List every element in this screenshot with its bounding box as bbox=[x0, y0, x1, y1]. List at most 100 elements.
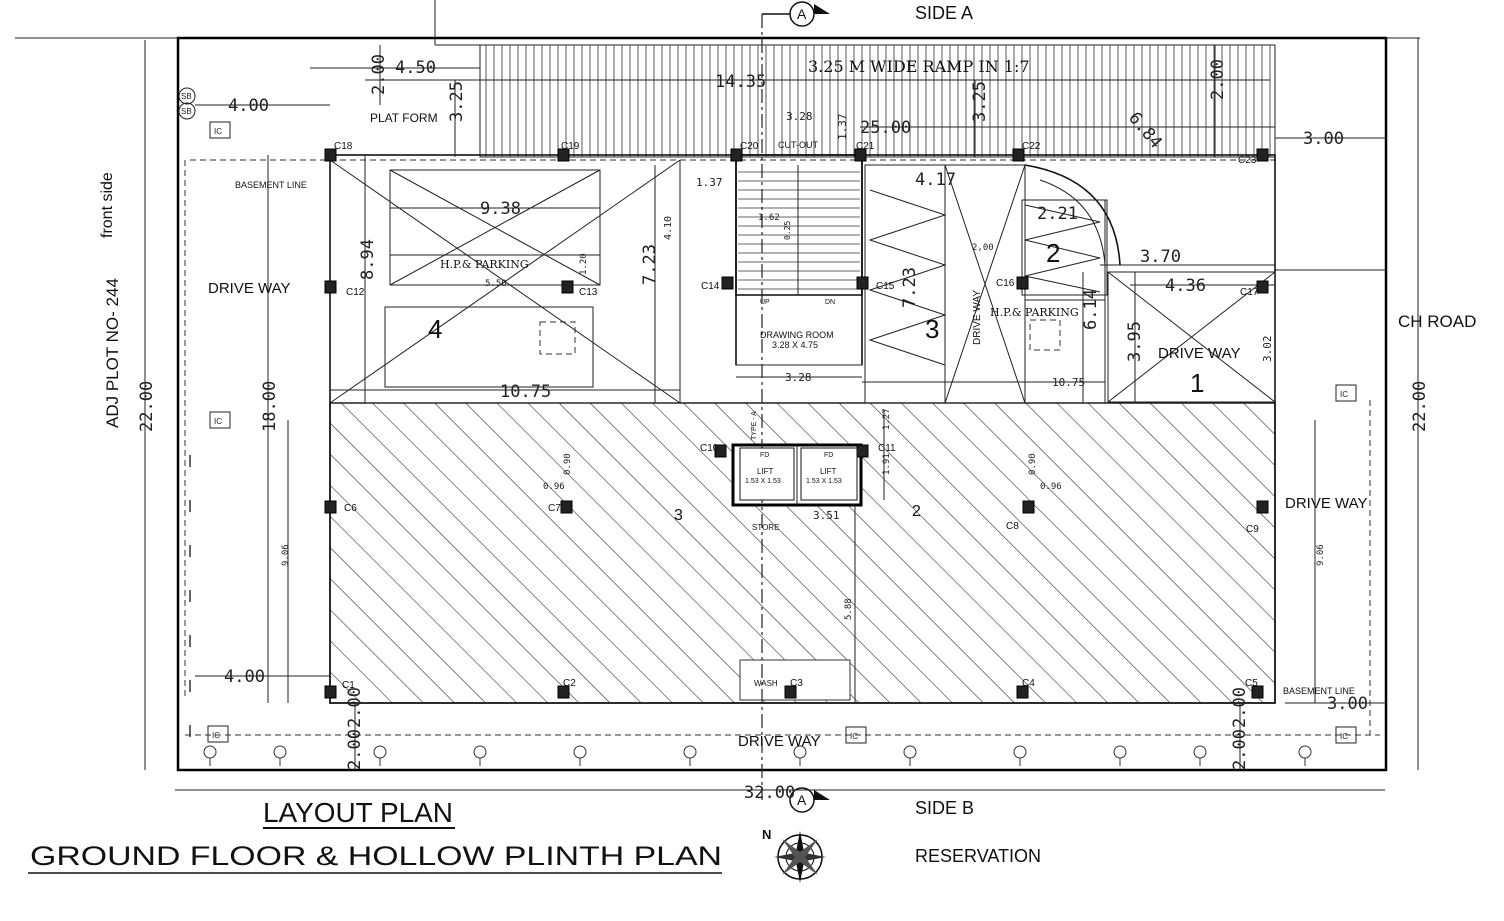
ramp-label: 3.25 M WIDE RAMP IN 1:7 bbox=[808, 57, 1030, 76]
column-c13 bbox=[561, 280, 574, 294]
column-c14 bbox=[721, 276, 734, 290]
ch-road-label: CH ROAD bbox=[1398, 312, 1476, 331]
column-label-c23: C23 bbox=[1238, 155, 1257, 166]
dim-32-00: 32.00 bbox=[744, 783, 795, 803]
column-c20 bbox=[730, 148, 743, 162]
flat-number-2: 2 bbox=[912, 503, 921, 520]
column-label-c4: C4 bbox=[1022, 678, 1035, 689]
dimension-texts: 4.50 2.00 3.25 14.35 3.25 2.00 4.00 3.28… bbox=[137, 54, 1430, 803]
platform-label: PLAT FORM bbox=[370, 111, 438, 125]
dim-4-17: 4.17 bbox=[915, 170, 956, 190]
basement-line-label-2: BASEMENT LINE bbox=[1283, 686, 1355, 696]
dim-1-37-top: 1.37 bbox=[836, 114, 849, 141]
section-marker-bottom-label: A bbox=[797, 792, 807, 808]
tree-icon bbox=[573, 745, 587, 766]
tree-icon bbox=[1013, 745, 1027, 766]
column-c9 bbox=[1256, 500, 1269, 514]
column-c5 bbox=[1251, 685, 1264, 699]
column-c11 bbox=[856, 444, 869, 458]
dim-3-00-top: 3.00 bbox=[1303, 129, 1344, 149]
ic-label-5: IC bbox=[1340, 732, 1348, 741]
dim-0-90-left: 0.90 bbox=[563, 453, 573, 475]
column-c8 bbox=[1022, 500, 1035, 514]
dim-14-35: 14.35 bbox=[715, 72, 766, 92]
dim-2-00-bl-1: 2.00 bbox=[345, 687, 365, 728]
ic-label-4: IC bbox=[850, 732, 858, 741]
column-label-c8: C8 bbox=[1006, 521, 1019, 532]
dim-9-06-right: 9.06 bbox=[1316, 544, 1326, 566]
column-c2 bbox=[557, 685, 570, 699]
column-c6 bbox=[324, 500, 337, 514]
column-c3 bbox=[784, 685, 797, 699]
dim-4-00-top: 4.00 bbox=[228, 96, 269, 116]
column-c23 bbox=[1256, 148, 1269, 162]
column-label-c11: C11 bbox=[878, 443, 896, 454]
lift-label-1: LIFT bbox=[757, 467, 774, 476]
parking-number-2: 2 bbox=[1046, 238, 1060, 268]
dim-4-00-bottom: 4.00 bbox=[224, 667, 265, 687]
column-label-c16: C16 bbox=[996, 278, 1015, 289]
parking-2 bbox=[1021, 199, 1108, 403]
type-a-label: TYPE - A bbox=[751, 411, 758, 440]
column-c10 bbox=[714, 444, 727, 458]
section-marker-top-label: A bbox=[797, 6, 807, 22]
plot-boundary bbox=[176, 36, 1388, 772]
column-label-c2: C2 bbox=[563, 678, 576, 689]
lift-size-1: 1.53 X 1.53 bbox=[745, 478, 781, 485]
flat-number-3: 3 bbox=[674, 507, 683, 524]
dim-4-50: 4.50 bbox=[395, 58, 436, 78]
north-arrow-icon: N bbox=[762, 827, 826, 883]
tree-icon bbox=[473, 745, 487, 766]
dim-3-25: 3.25 bbox=[447, 81, 467, 122]
column-c12 bbox=[324, 280, 337, 294]
dim-10-75-left: 10.75 bbox=[500, 382, 551, 402]
ic-label-3: IC bbox=[212, 731, 220, 740]
column-c4 bbox=[1016, 685, 1029, 699]
dim-7-23-right: 7.23 bbox=[900, 267, 920, 308]
dim-9-06-left: 9.06 bbox=[281, 544, 291, 566]
lift-size-2: 1.53 X 1.53 bbox=[806, 478, 842, 485]
parking-number-4: 4 bbox=[428, 314, 442, 344]
store-label: STORE bbox=[752, 523, 779, 532]
column-label-c20: C20 bbox=[740, 141, 759, 152]
dim-1-37-left: 1.37 bbox=[696, 176, 723, 189]
driveway-label-right: DRIVE WAY bbox=[1285, 495, 1368, 512]
tree-icon bbox=[683, 745, 697, 766]
column-c7 bbox=[560, 500, 573, 514]
hp-parking-label-4: H.P.& PARKING bbox=[440, 258, 529, 271]
stair-up-label: UP bbox=[760, 299, 770, 306]
dim-2-00-right: 2.00 bbox=[1208, 59, 1228, 100]
dim-22-00-left: 22.00 bbox=[137, 381, 157, 432]
driveway-label-p3: DRIVE WAY bbox=[972, 290, 983, 345]
column-c17 bbox=[1256, 280, 1269, 294]
tree-symbols bbox=[189, 455, 1312, 766]
column-label-c1: C1 bbox=[342, 680, 355, 691]
fd-label-1: FD bbox=[760, 452, 769, 459]
lift-label-2: LIFT bbox=[820, 467, 837, 476]
ramp-area bbox=[479, 44, 1276, 158]
column-label-c17: C17 bbox=[1240, 287, 1259, 298]
column-label-c22: C22 bbox=[1022, 141, 1041, 152]
tree-icon bbox=[1113, 745, 1127, 766]
dim-2-00-br-1: 2.00 bbox=[1230, 687, 1250, 728]
column-label-c21: C21 bbox=[856, 141, 875, 152]
cut-out-label: CUT-OUT bbox=[778, 140, 818, 150]
tree-icon bbox=[1298, 745, 1312, 766]
column-label-c19: C19 bbox=[561, 141, 580, 152]
tree-icon bbox=[203, 745, 217, 766]
dim-9-38: 9.38 bbox=[480, 199, 521, 219]
sb-label-2: SB bbox=[181, 107, 192, 116]
inspection-chambers bbox=[207, 121, 1357, 744]
dim-3-28-mid: 3.28 bbox=[785, 371, 812, 384]
sb-label-1: SB bbox=[181, 92, 192, 101]
reservation-label: RESERVATION bbox=[915, 846, 1041, 866]
tree-icon bbox=[793, 745, 807, 766]
column-c21 bbox=[854, 148, 867, 162]
dim-10-75-right: 10.75 bbox=[1052, 376, 1085, 389]
column-label-c10: C10 bbox=[700, 443, 719, 454]
dim-4-36: 4.36 bbox=[1165, 276, 1206, 296]
column-c22 bbox=[1012, 148, 1025, 162]
wash-label: WASH bbox=[754, 679, 778, 688]
column-label-c6: C6 bbox=[344, 503, 357, 514]
